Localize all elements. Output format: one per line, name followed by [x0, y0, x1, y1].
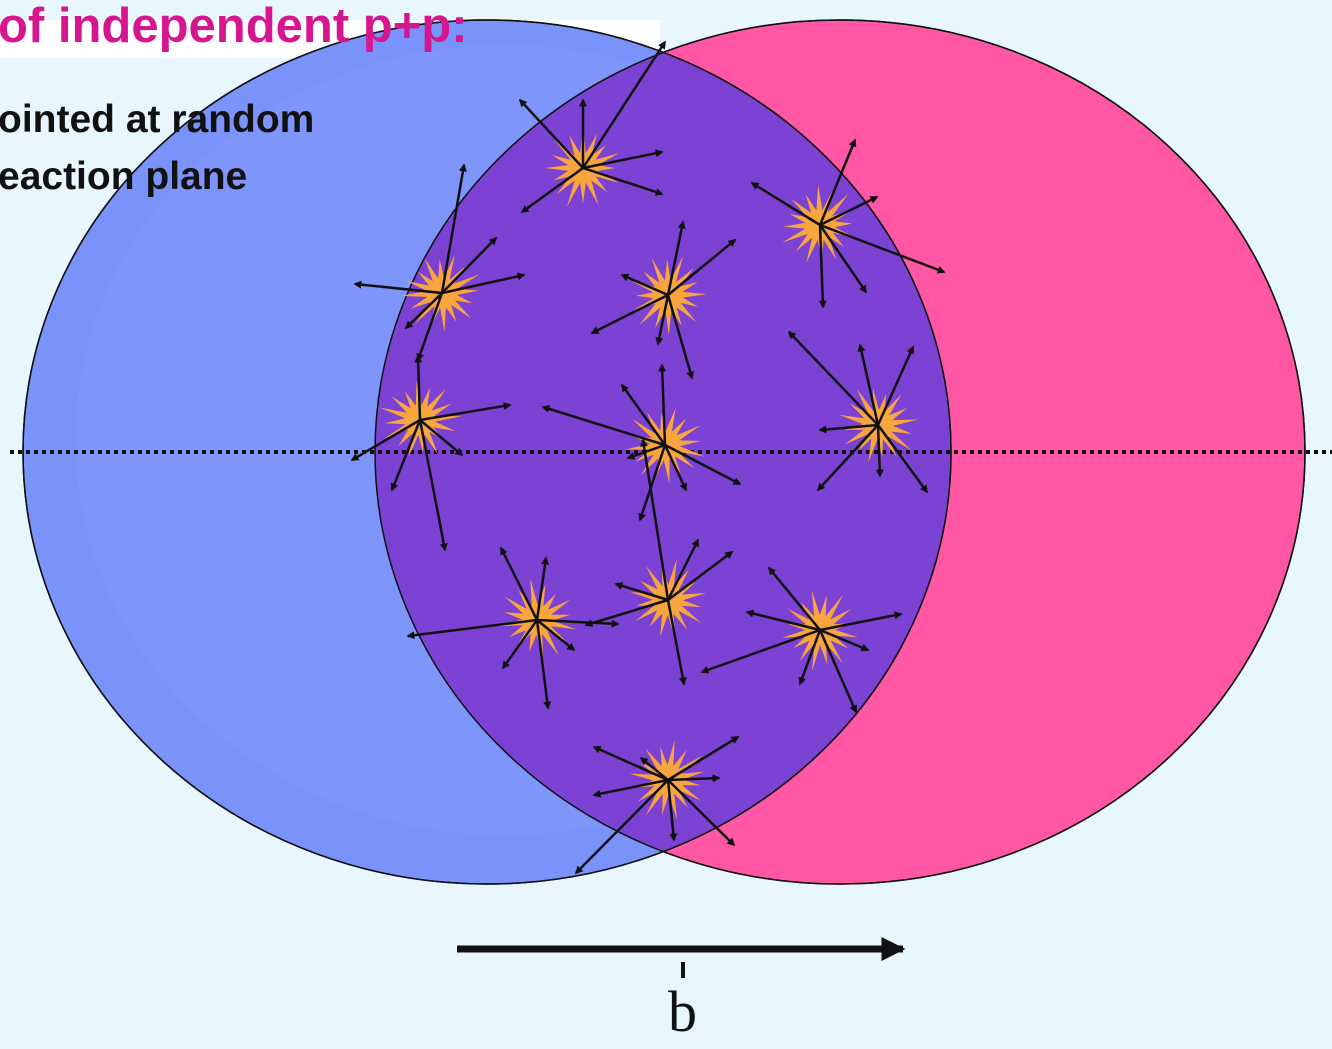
momentum-arrow-icon	[584, 598, 669, 627]
momentum-arrow-icon	[441, 236, 498, 294]
momentum-arrow-icon	[818, 224, 827, 309]
momentum-arrow-icon	[592, 778, 669, 798]
momentum-arrow-icon	[816, 424, 879, 492]
momentum-arrow-icon	[582, 149, 664, 170]
momentum-arrow-icon	[418, 419, 448, 552]
momentum-arrow-icon	[535, 619, 552, 710]
momentum-arrow-icon	[667, 551, 734, 601]
momentum-arrow-icon	[440, 163, 467, 294]
momentum-arrow-icon	[640, 438, 670, 601]
momentum-arrow-icon	[501, 619, 539, 670]
momentum-arrow-icon	[819, 628, 870, 652]
description-line-2: eaction plane	[0, 155, 248, 198]
momentum-arrow-icon	[818, 629, 858, 714]
momentum-arrow-icon	[666, 294, 695, 380]
momentum-arrow-icon	[639, 756, 669, 781]
momentum-arrow-icon	[536, 619, 576, 652]
momentum-arrow-icon	[620, 273, 669, 297]
momentum-arrow-icon	[614, 582, 669, 602]
momentum-arrow-icon	[590, 293, 669, 335]
nucleus-left-outline	[22, 19, 952, 885]
momentum-arrow-icon	[876, 345, 915, 426]
momentum-arrow-icon	[663, 444, 688, 492]
momentum-arrow-icon	[404, 292, 443, 330]
momentum-arrow-icon	[875, 424, 884, 478]
momentum-arrow-icon	[857, 343, 880, 426]
momentum-arrow-icon	[536, 618, 620, 628]
momentum-arrow-icon	[819, 195, 879, 227]
momentum-arrow-icon	[574, 779, 669, 875]
momentum-arrow-icon	[787, 330, 879, 426]
momentum-arrow-icon	[620, 383, 667, 446]
momentum-arrow-icon	[638, 444, 667, 522]
momentum-arrow-icon	[666, 599, 687, 686]
momentum-arrow-icon	[416, 292, 444, 362]
momentum-arrow-icon	[664, 443, 742, 486]
momentum-arrow-icon	[819, 223, 946, 274]
momentum-arrow-icon	[666, 220, 686, 296]
momentum-arrow-icon	[767, 566, 821, 631]
momentum-arrow-icon	[499, 546, 539, 621]
momentum-arrow-icon	[581, 40, 667, 169]
momentum-arrow-icon	[666, 538, 700, 601]
momentum-arrow-icon	[518, 98, 584, 169]
momentum-arrow-icon	[700, 628, 821, 674]
description-line-1: ointed at random	[0, 98, 315, 141]
momentum-arrow-icon	[655, 294, 670, 346]
momentum-arrow-icon	[667, 238, 737, 296]
overlap-region	[375, 20, 951, 884]
momentum-arrow-icon	[582, 166, 664, 196]
momentum-arrow-icon	[818, 423, 879, 434]
momentum-arrow-icon	[353, 280, 443, 295]
momentum-arrow-icon	[406, 618, 538, 640]
momentum-arrow-icon	[667, 774, 721, 783]
momentum-arrow-icon	[666, 779, 678, 842]
momentum-arrow-icon	[520, 166, 584, 214]
momentum-arrow-icon	[592, 745, 669, 782]
momentum-arrow-icon	[745, 609, 821, 632]
momentum-arrow-icon	[818, 138, 857, 226]
momentum-arrow-icon	[419, 419, 464, 457]
momentum-arrow-icon	[667, 779, 736, 847]
momentum-arrow-icon	[658, 363, 667, 446]
momentum-arrow-icon	[667, 735, 740, 782]
collision-bursts	[350, 40, 946, 875]
momentum-arrow-icon	[798, 629, 822, 686]
momentum-arrow-icon	[819, 611, 903, 632]
page-title: of independent p+p:	[0, 0, 468, 53]
momentum-arrow-icon	[626, 443, 666, 460]
momentum-arrow-icon	[535, 556, 550, 621]
momentum-arrow-icon	[818, 224, 868, 294]
nucleus-right-outline	[374, 19, 1306, 885]
momentum-arrow-icon	[441, 272, 526, 295]
momentum-arrow-icon	[350, 418, 421, 462]
momentum-arrow-icon	[390, 419, 422, 492]
momentum-arrow-icon	[750, 181, 821, 227]
momentum-arrow-icon	[876, 424, 929, 494]
momentum-arrow-icon	[419, 402, 512, 422]
momentum-arrow-icon	[414, 354, 423, 421]
impact-parameter-label: b	[668, 979, 697, 1044]
vector-hat-mark	[681, 962, 685, 978]
